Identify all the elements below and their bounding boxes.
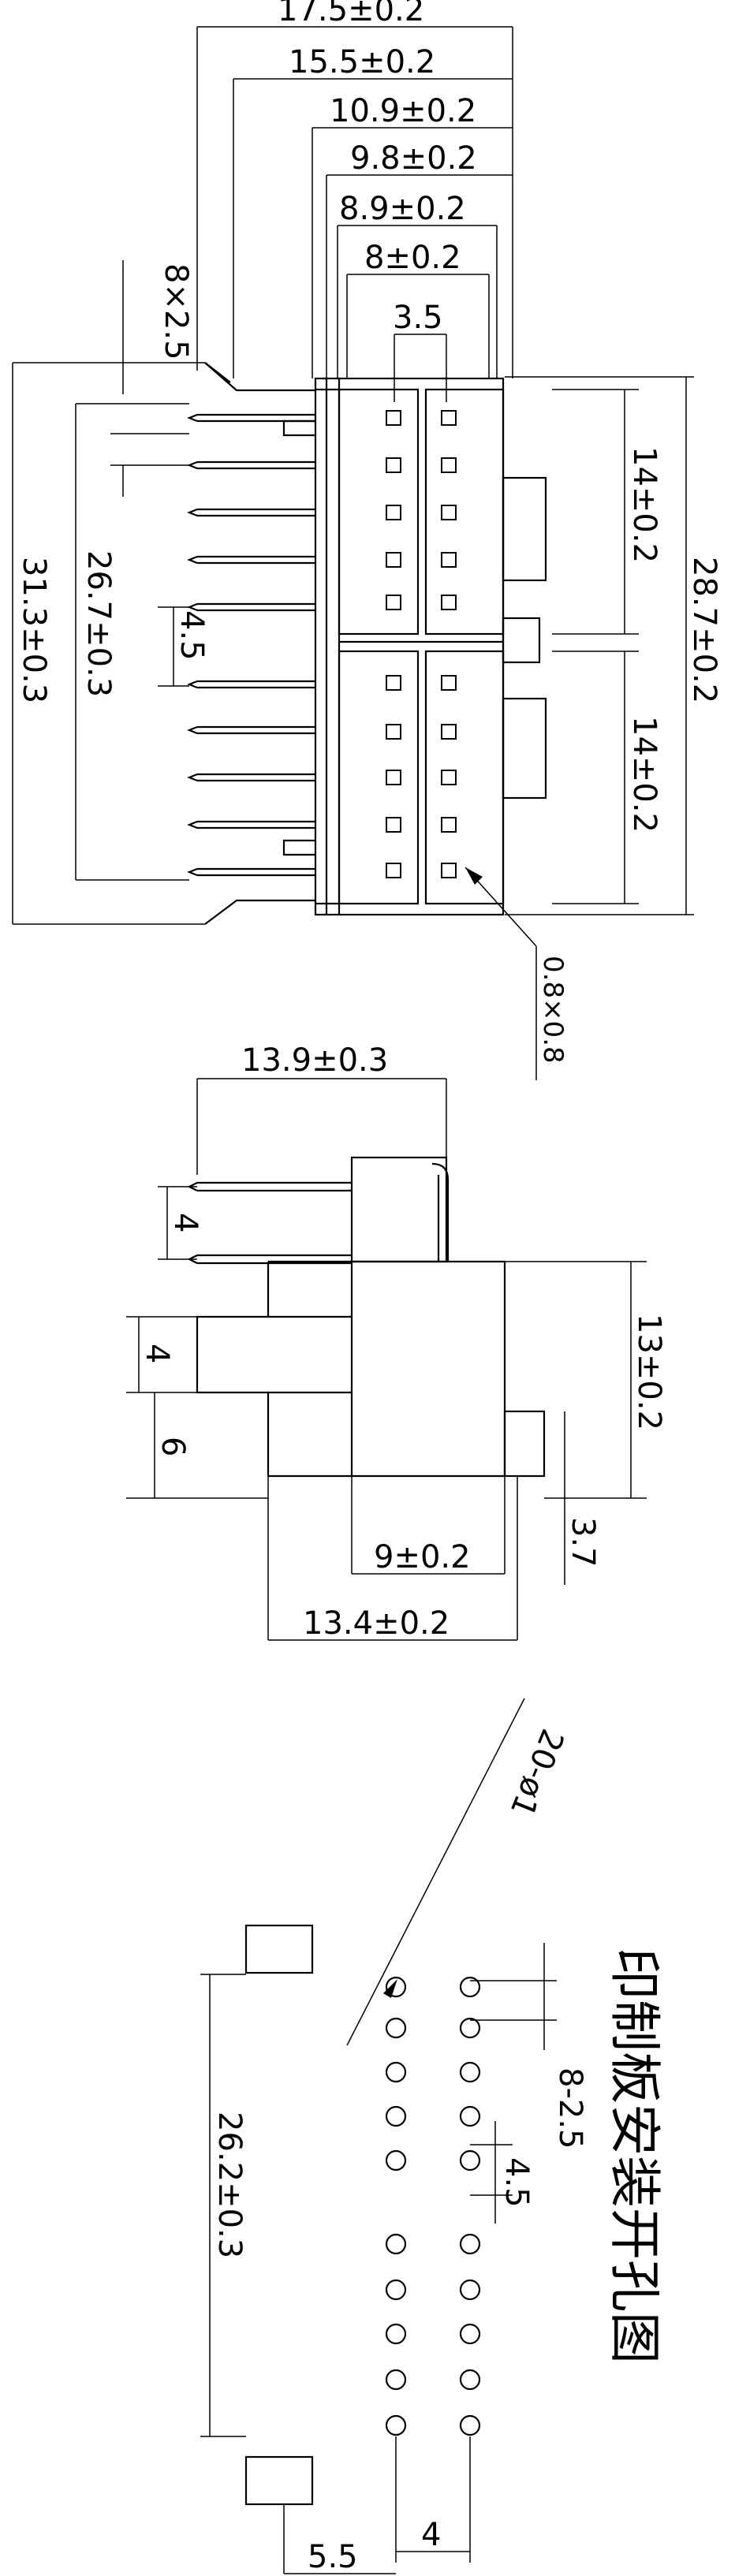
pcb-pad-bottom bbox=[244, 2455, 314, 2506]
top-view-pins bbox=[187, 413, 315, 877]
dim-13: 13±0.2 bbox=[631, 1314, 667, 1430]
pcb-hole-right bbox=[459, 2233, 481, 2255]
pcb-hole-right bbox=[459, 2061, 481, 2083]
pcb-hole-right bbox=[459, 2017, 481, 2039]
contact-square-left bbox=[386, 817, 401, 833]
contact-square-left bbox=[386, 457, 401, 473]
pin-tip bbox=[187, 773, 198, 782]
housing-outline bbox=[314, 377, 505, 916]
pcb-hole-left bbox=[385, 2233, 407, 2255]
side-dimensions bbox=[126, 1078, 647, 1641]
dim-13-4: 13.4±0.2 bbox=[303, 1605, 450, 1642]
pcb-hole-right bbox=[459, 2414, 481, 2436]
dim-15-5: 15.5±0.2 bbox=[289, 44, 435, 80]
contact-square-left bbox=[386, 770, 401, 785]
pin-tip bbox=[187, 413, 198, 423]
pcb-hole-left bbox=[385, 2105, 407, 2127]
contact-square-right bbox=[441, 552, 457, 568]
pcb-hole-right bbox=[459, 1976, 481, 1998]
contact-square-right bbox=[441, 457, 457, 473]
pcb-hole-left bbox=[385, 2061, 407, 2083]
pcb-hole-right bbox=[459, 2323, 481, 2345]
pcb-hole-left bbox=[385, 2323, 407, 2345]
pcb-holes bbox=[385, 1976, 481, 2436]
upper-latch bbox=[502, 476, 547, 582]
contact-square-right bbox=[441, 817, 457, 833]
dim-3-7: 3.7 bbox=[565, 1517, 601, 1568]
top-dimensions bbox=[12, 26, 694, 1080]
pcb-hole-right bbox=[459, 2105, 481, 2127]
contact-square-right bbox=[441, 595, 457, 610]
side-view: 13.9±0.3 4 4 6 13±0.2 3.7 9±0.2 13.4±0.2 bbox=[126, 1042, 667, 1642]
dim-5-5: 5.5 bbox=[308, 2539, 358, 2575]
dim-13-9: 13.9±0.3 bbox=[241, 1042, 388, 1079]
dim-4-5: 4.5 bbox=[173, 610, 210, 661]
dim-9-8: 9.8±0.2 bbox=[350, 140, 477, 177]
dim-28-7: 28.7±0.2 bbox=[686, 557, 722, 703]
dim-26-7: 26.7±0.3 bbox=[80, 550, 117, 697]
pcb-hole-left bbox=[385, 2414, 407, 2436]
contact-square-left bbox=[386, 410, 401, 426]
pcb-hole-view: 20-ø1 8-2.5 4.5 26.2±0.3 4 5.5 印制板安装开孔图 bbox=[200, 1698, 665, 2575]
contact-square-right bbox=[441, 675, 457, 691]
dim-14-lower: 14±0.2 bbox=[626, 716, 662, 833]
contact-square-right bbox=[441, 863, 457, 878]
dim-9: 9±0.2 bbox=[374, 1539, 471, 1575]
contact-square-right bbox=[441, 770, 457, 785]
lower-latch bbox=[502, 697, 547, 800]
contact-square-right bbox=[441, 724, 457, 740]
contact-square-left bbox=[386, 505, 401, 520]
dim-20-phi1: 20-ø1 bbox=[503, 1724, 571, 1821]
pcb-hole-left bbox=[385, 2017, 407, 2039]
pcb-hole-left bbox=[385, 2149, 407, 2172]
dim-14-upper: 14±0.2 bbox=[626, 446, 662, 563]
pcb-hole-left bbox=[385, 2369, 407, 2391]
contact-square-left bbox=[386, 675, 401, 691]
dim-4-5-pcb: 4.5 bbox=[498, 2157, 535, 2208]
dim-0-8x0-8: 0.8×0.8 bbox=[537, 956, 569, 1064]
pcb-dimensions bbox=[200, 1698, 557, 2574]
pcb-pad-top bbox=[244, 1924, 314, 1974]
pin-tip bbox=[187, 460, 198, 470]
pcb-title: 印制板安装开孔图 bbox=[604, 1948, 665, 2364]
pin-tip bbox=[187, 820, 198, 829]
pin-tip bbox=[187, 555, 198, 565]
pin-tip bbox=[187, 725, 198, 735]
contact-square-left bbox=[386, 595, 401, 610]
contact-square-left bbox=[386, 724, 401, 740]
dim-31-3: 31.3±0.3 bbox=[16, 557, 52, 703]
pin-tip bbox=[187, 508, 198, 517]
dim-8x2-5: 8×2.5 bbox=[158, 263, 194, 360]
contact-square-left bbox=[386, 863, 401, 878]
dim-10-9: 10.9±0.2 bbox=[330, 93, 476, 129]
pcb-hole-right bbox=[459, 2279, 481, 2301]
dim-17-5: 17.5±0.2 bbox=[278, 0, 424, 28]
dim-4-slot: 4 bbox=[139, 1344, 175, 1363]
contact-square-left bbox=[386, 552, 401, 568]
pin-tip bbox=[187, 680, 198, 689]
dim-8-9: 8.9±0.2 bbox=[339, 191, 466, 227]
pcb-hole-right bbox=[459, 2149, 481, 2172]
dim-4-pins: 4 bbox=[167, 1213, 203, 1232]
dim-8-2-5: 8-2.5 bbox=[552, 2067, 588, 2149]
pin-tip bbox=[187, 867, 198, 877]
dim-4-pcb: 4 bbox=[421, 2517, 441, 2553]
contact-squares bbox=[386, 410, 457, 878]
top-view: 17.5±0.2 15.5±0.2 10.9±0.2 9.8±0.2 8.9±0… bbox=[12, 0, 722, 1080]
contact-square-right bbox=[441, 505, 457, 520]
contact-square-right bbox=[441, 410, 457, 426]
dim-6: 6 bbox=[155, 1437, 191, 1456]
dim-3-5: 3.5 bbox=[393, 300, 443, 336]
pcb-hole-left bbox=[385, 2279, 407, 2301]
pcb-hole-right bbox=[459, 2369, 481, 2391]
dim-26-2: 26.2±0.3 bbox=[211, 2112, 248, 2258]
dim-8: 8±0.2 bbox=[364, 240, 461, 276]
pin-tip bbox=[187, 602, 198, 612]
